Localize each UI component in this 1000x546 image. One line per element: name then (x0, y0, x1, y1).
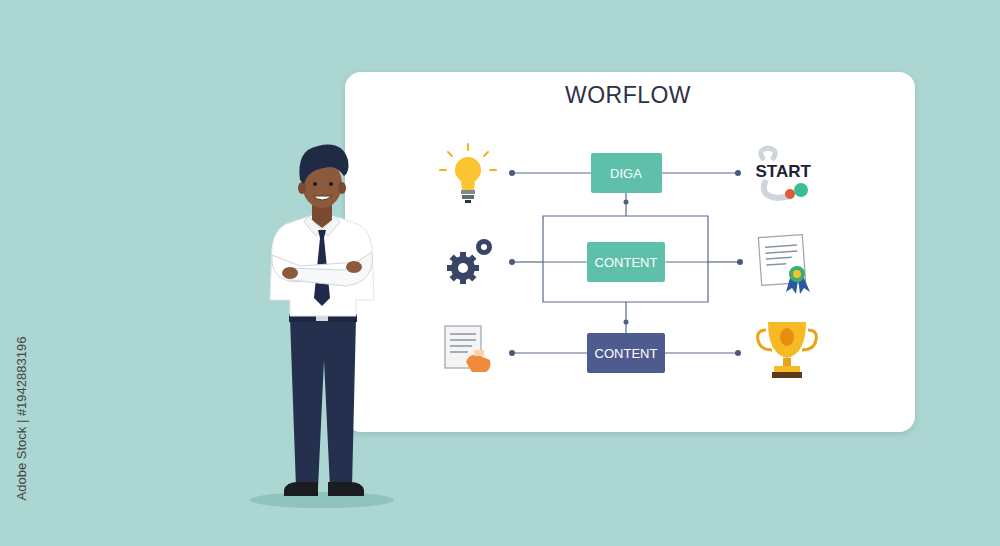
gears-icon (447, 239, 492, 284)
white-panel (345, 72, 915, 432)
document-icon (445, 326, 491, 372)
process-box: CONTENT (587, 333, 666, 373)
watermark-id: Adobe Stock | #1942883196 (14, 336, 29, 500)
leader-lines (512, 173, 740, 353)
process-box: CONTENT (587, 242, 666, 282)
start-label: START (756, 162, 811, 182)
box-label: DIGA (610, 166, 642, 181)
junction-dots (509, 170, 743, 356)
diagram-title: WORFLOW (565, 82, 691, 109)
lightbulb-icon (440, 144, 496, 203)
box-label: CONTENT (595, 346, 658, 361)
certificate-icon (758, 235, 810, 294)
box-label: CONTENT (595, 255, 658, 270)
man-figure (250, 145, 394, 508)
trophy-icon (758, 322, 817, 378)
process-box: DIGA (591, 153, 662, 193)
